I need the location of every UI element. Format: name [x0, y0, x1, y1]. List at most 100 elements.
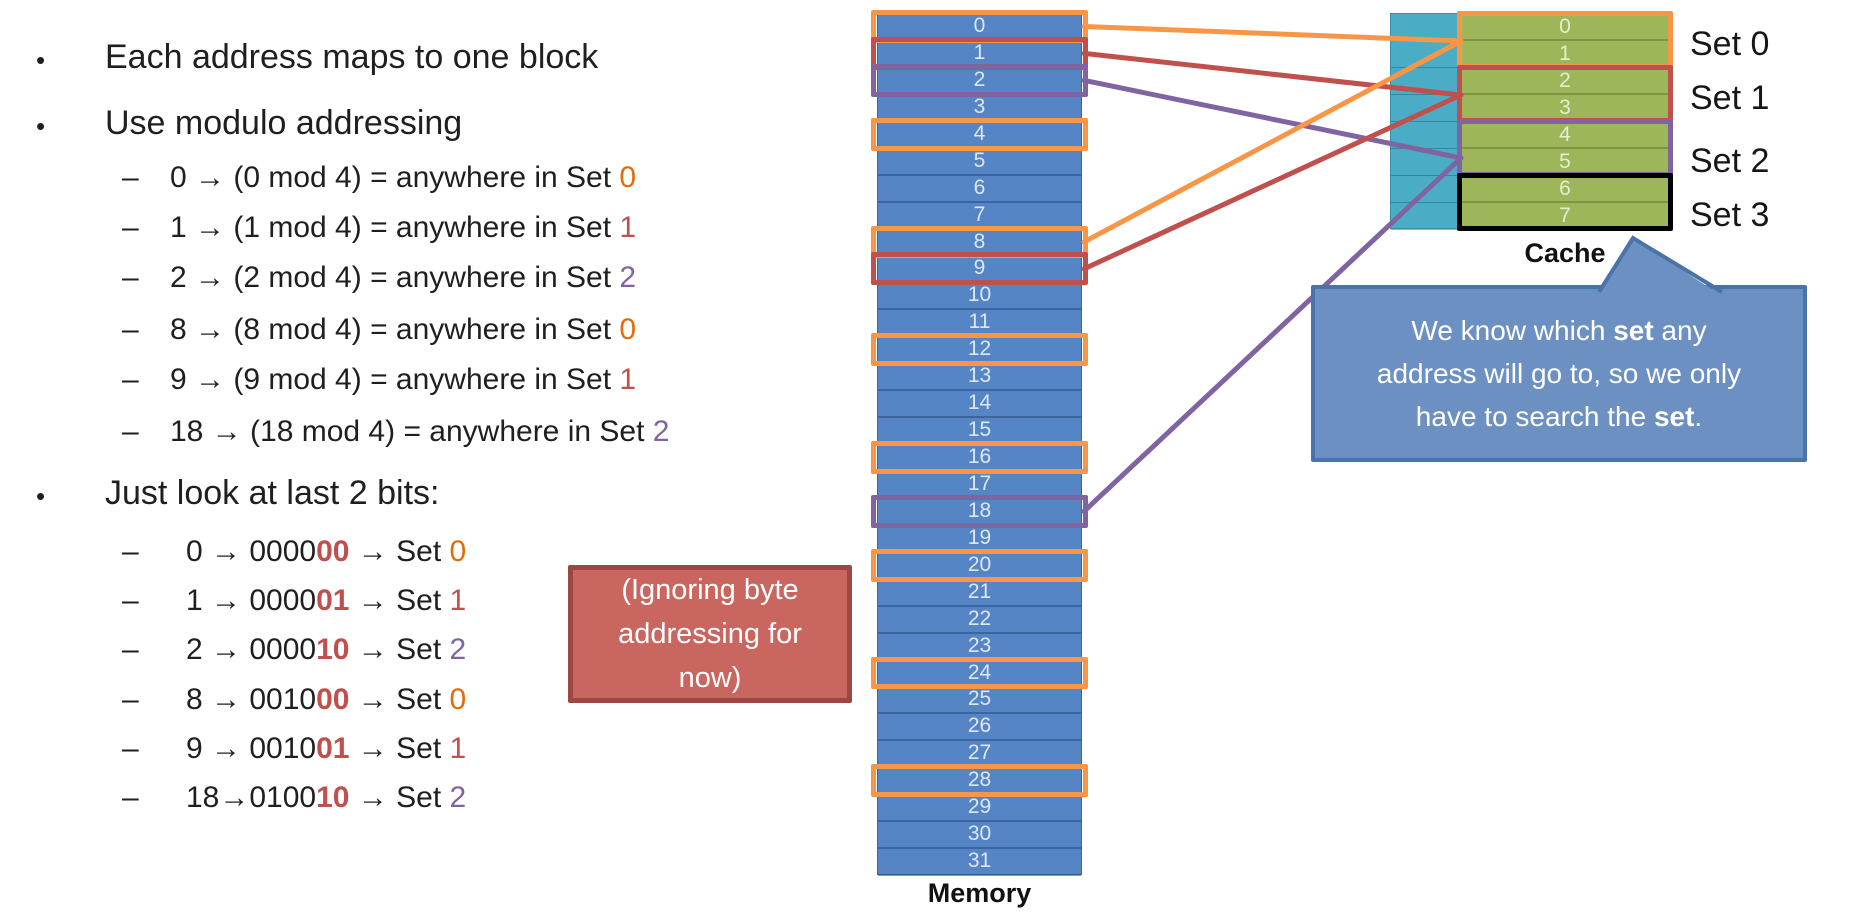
cache-tag-cell	[1391, 68, 1459, 95]
text-segment: 8 → 0010	[186, 683, 317, 716]
text-segment: 00	[316, 683, 350, 716]
bubble-line: address will go to, so we only	[1315, 352, 1803, 395]
text-segment: –	[122, 363, 139, 396]
memory-block: 13	[878, 364, 1081, 392]
ignoring-byte-line: (Ignoring byte	[621, 574, 799, 606]
memory-highlight	[871, 656, 1088, 690]
memory-label: Memory	[927, 878, 1032, 908]
text-segment: 1 → 0000	[186, 584, 317, 617]
modulo-example-item: –8 → (8 mod 4) = anywhere in Set 0	[0, 311, 950, 349]
text-segment: 18 → (18 mod 4) = anywhere in Set	[170, 415, 653, 448]
bullet-last-2-bits-text: Just look at last 2 bits:	[105, 474, 440, 512]
text-segment: 9 → (9 mod 4) = anywhere in Set	[170, 363, 620, 396]
text-segment: 10	[316, 633, 350, 666]
text-segment: 1 → (1 mod 4) = anywhere in Set	[170, 211, 620, 244]
text-segment: 2	[449, 633, 467, 666]
memory-highlight	[871, 764, 1088, 798]
text-segment: –	[122, 535, 139, 568]
cache-block: 0	[1461, 14, 1669, 41]
text-segment: 1	[449, 584, 467, 617]
cache-tag-cell	[1391, 149, 1459, 176]
text-segment: 0	[449, 535, 467, 568]
cache-set-label: Set 1	[1690, 79, 1770, 117]
text-segment: 1	[449, 732, 467, 765]
text-segment: 2	[619, 261, 637, 294]
text-segment: –	[122, 683, 139, 716]
cache-block: 4	[1461, 122, 1669, 149]
modulo-example-item: –2 → (2 mod 4) = anywhere in Set 2	[0, 259, 950, 297]
memory-highlight	[871, 494, 1088, 528]
cache-set-border	[1457, 173, 1673, 231]
text-segment: set	[1613, 315, 1654, 346]
text-segment: → Set	[349, 781, 450, 814]
modulo-example-item: –0 → (0 mod 4) = anywhere in Set 0	[0, 159, 950, 197]
cache-tag-cell	[1391, 122, 1459, 149]
text-segment: 0 → 0000	[186, 535, 317, 568]
text-segment: –	[122, 781, 139, 814]
text-segment: 0	[449, 683, 467, 716]
text-segment: 2 → 0000	[186, 633, 317, 666]
bits-example-item: –9 → 001001 → Set 1	[0, 730, 966, 768]
memory-highlight	[871, 117, 1088, 151]
bubble-line: We know which set any	[1315, 309, 1803, 352]
bits-example-item: – 18→010010 → Set 2	[0, 779, 966, 817]
cache-block: 6	[1461, 176, 1669, 203]
cache-set-border	[1457, 65, 1673, 123]
ignoring-byte-line: addressing for	[618, 618, 802, 650]
memory-block: 29	[878, 795, 1081, 823]
text-segment: .	[1694, 401, 1703, 432]
cache-block: 2	[1461, 68, 1669, 95]
cache-tag-column	[1390, 13, 1460, 230]
memory-block: 30	[878, 822, 1081, 850]
text-segment: –	[122, 732, 139, 765]
cache-tag-cell	[1391, 14, 1459, 41]
memory-block: 10	[878, 283, 1081, 311]
text-segment: have to search the	[1415, 401, 1654, 432]
text-segment: → Set	[349, 683, 450, 716]
bits-example-item: – 0 → 000000 → Set 0	[0, 533, 966, 571]
text-segment: → Set	[349, 535, 450, 568]
cache-set-border	[1457, 119, 1673, 177]
memory-highlight	[871, 252, 1088, 286]
text-segment: 2	[449, 781, 467, 814]
bullet-dot: •	[36, 111, 46, 141]
text-segment: –	[122, 633, 139, 666]
text-segment: 10	[316, 781, 350, 814]
cache-tag-cell	[1391, 41, 1459, 68]
bullet-each-address: • Each address maps to one block	[0, 36, 885, 78]
text-segment: –	[122, 584, 139, 617]
cache-set-label: Set 0	[1690, 25, 1770, 63]
memory-block: 6	[878, 176, 1081, 203]
text-segment: 18→0100	[186, 781, 317, 814]
text-segment: 01	[316, 584, 350, 617]
text-segment: –	[122, 261, 139, 294]
cache-set-border	[1457, 11, 1673, 69]
text-segment: 9 → 0010	[186, 732, 317, 765]
text-segment: 8 → (8 mod 4) = anywhere in Set	[170, 313, 620, 346]
cache-tag-cell	[1391, 95, 1459, 122]
text-segment: 00	[316, 535, 350, 568]
cache-tag-cell	[1391, 203, 1459, 230]
memory-block: 14	[878, 391, 1081, 419]
text-segment: 2	[652, 415, 670, 448]
cache-tag-cell	[1391, 176, 1459, 203]
bullet-dot: •	[36, 481, 46, 511]
bullet-last-2-bits: • Just look at last 2 bits:	[0, 472, 885, 514]
text-segment: 0	[619, 313, 637, 346]
text-segment: –	[122, 415, 139, 448]
memory-highlight	[871, 548, 1088, 582]
memory-block: 22	[878, 607, 1081, 634]
memory-highlight	[871, 441, 1088, 474]
text-segment: –	[122, 161, 139, 194]
text-segment: 0 → (0 mod 4) = anywhere in Set	[170, 161, 620, 194]
bits-example-item: – 8 → 001000 → Set 0	[0, 681, 966, 719]
text-segment: → Set	[349, 633, 450, 666]
text-segment: We know which	[1411, 315, 1614, 346]
bullet-modulo: • Use modulo addressing	[0, 102, 885, 144]
memory-block: 31	[878, 849, 1081, 876]
modulo-example-item: –9 → (9 mod 4) = anywhere in Set 1	[0, 361, 950, 399]
memory-highlight	[871, 63, 1088, 97]
